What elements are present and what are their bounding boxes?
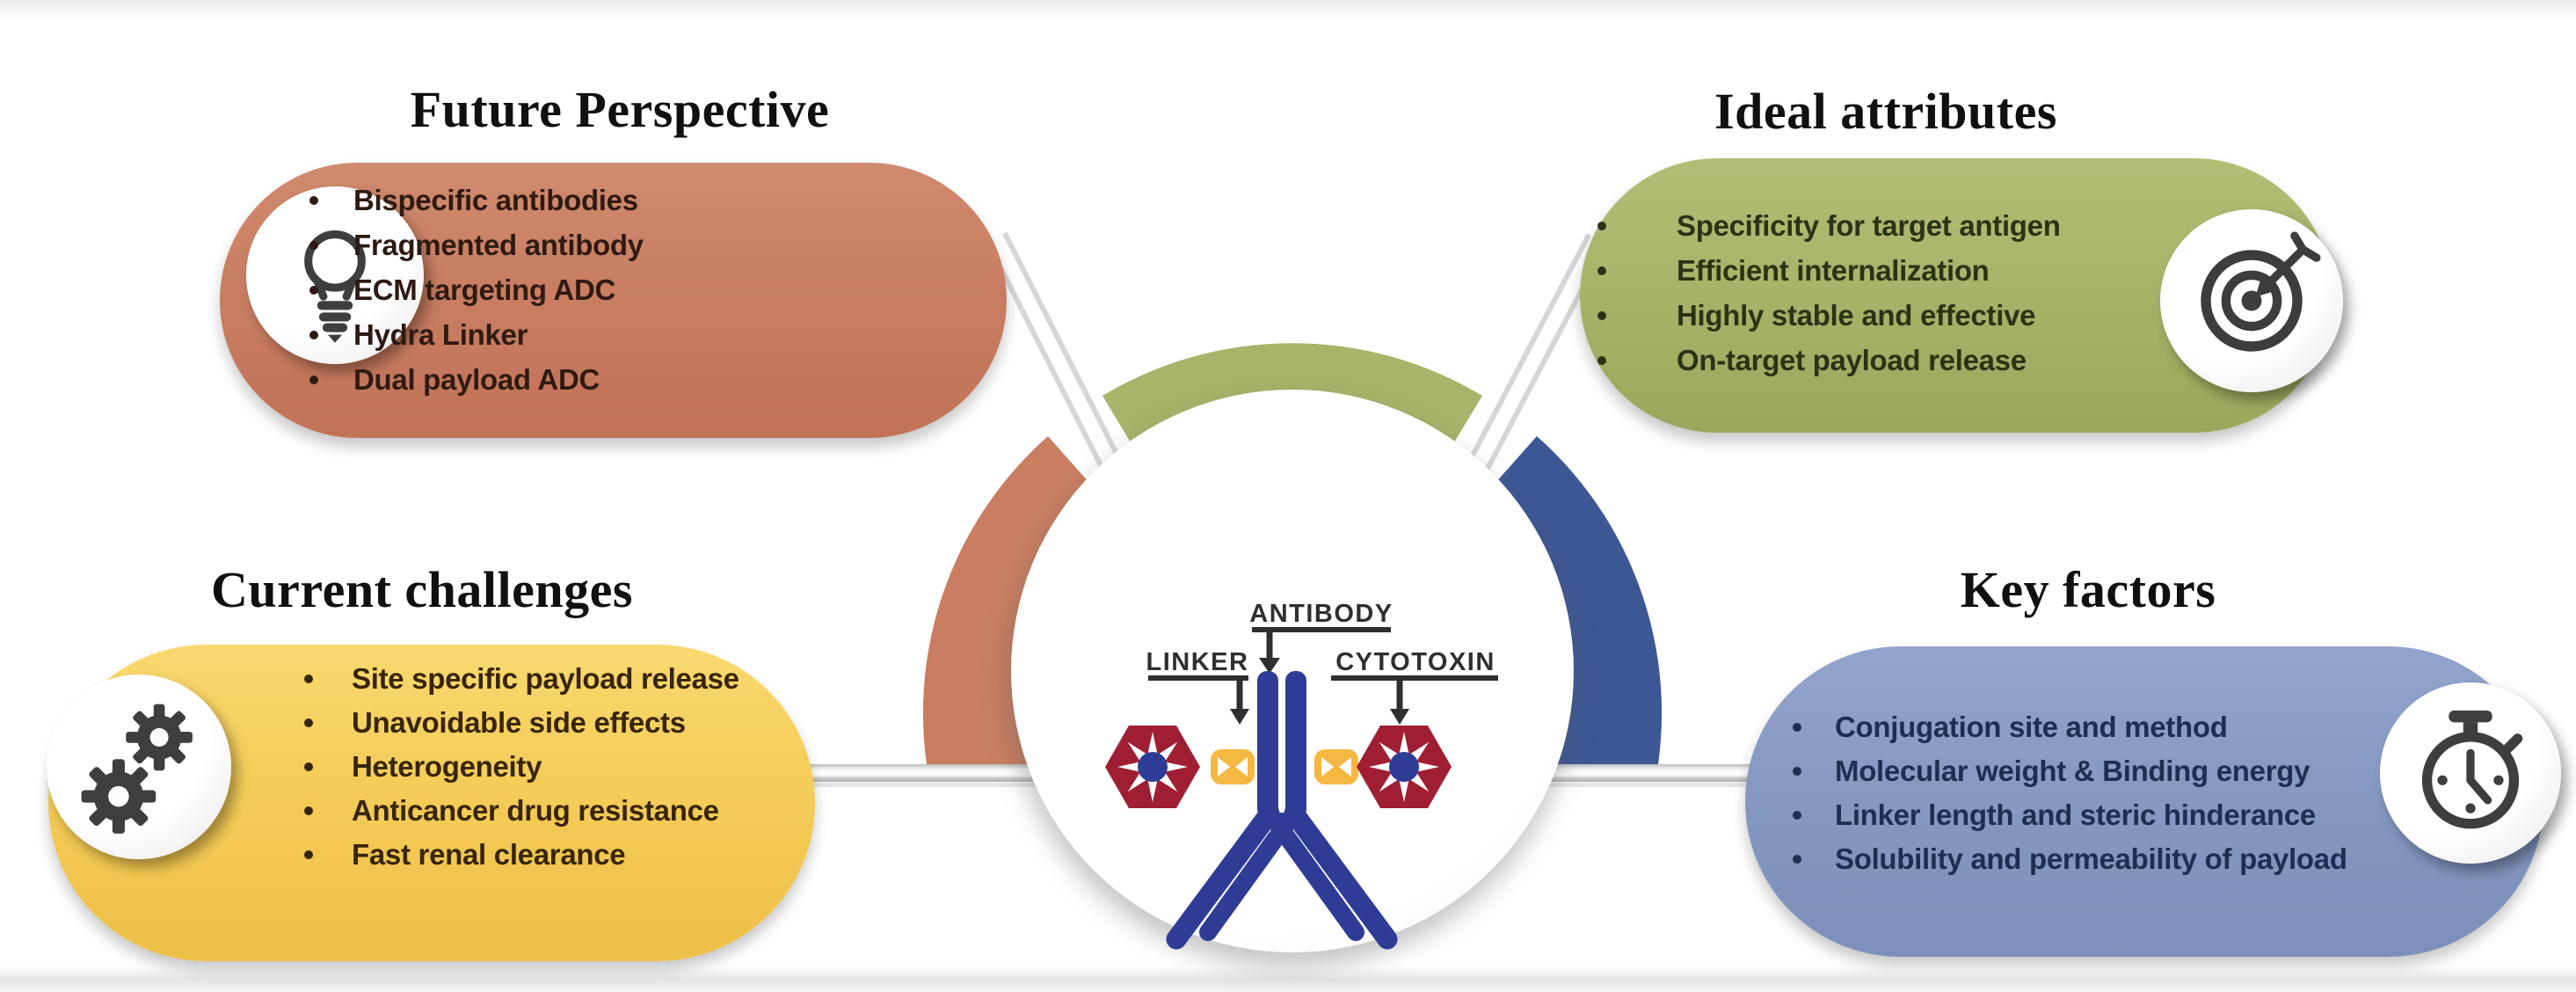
cytotoxin-hexagon-left	[1105, 726, 1200, 808]
cytotoxin-hexagon-right	[1357, 726, 1452, 808]
rail-right-shadow	[1530, 783, 1767, 787]
rail-left	[782, 764, 1055, 782]
section-title-key-factors: Key factors	[1960, 561, 2216, 618]
center-circle	[1011, 390, 1574, 952]
list-item: On-target payload release	[1597, 338, 2061, 383]
cytotoxin-underline	[1331, 675, 1498, 681]
list-item: Fast renal clearance	[304, 833, 739, 877]
linker-chain-left	[1211, 749, 1255, 784]
list-item: Unavoidable side effects	[304, 701, 739, 745]
gears-icon	[81, 704, 193, 834]
stopwatch-icon	[2421, 710, 2523, 829]
list-item: Heterogeneity	[304, 745, 739, 789]
linker-label: LINKER	[1146, 648, 1249, 676]
linker-underline	[1148, 675, 1248, 681]
target-icon-circle	[2160, 209, 2343, 392]
list-item: Dual payload ADC	[309, 357, 644, 402]
section-title-ideal-attributes: Ideal attributes	[1714, 83, 2057, 140]
antibody-underline	[1252, 627, 1391, 632]
list-item: Specificity for target antigen	[1597, 203, 2061, 248]
list-item: Bispecific antibodies	[309, 178, 644, 222]
list-item: Fragmented antibody	[309, 222, 644, 267]
list-item: Linker length and steric hinderance	[1793, 793, 2347, 837]
target-icon	[2201, 231, 2321, 352]
list-item: Anticancer drug resistance	[304, 789, 739, 833]
section-title-current-challenges: Current challenges	[211, 561, 633, 618]
linker-arrowhead	[1230, 709, 1249, 725]
list-item: Efficient internalization	[1597, 248, 2061, 293]
bottom-edge-band	[0, 966, 2576, 992]
section-title-future-perspective: Future Perspective	[410, 81, 830, 138]
gears-icon-circle	[47, 675, 231, 859]
antibody-label: ANTIBODY	[1249, 600, 1393, 628]
cytotoxin-arrowhead	[1390, 709, 1409, 725]
antibody-shape	[1166, 671, 1398, 950]
list-item: Hydra Linker	[309, 312, 644, 357]
list-item: Highly stable and effective	[1597, 293, 2061, 338]
linker-chain-right	[1314, 749, 1358, 784]
cytotoxin-label: CYTOTOXIN	[1335, 648, 1495, 676]
rail-left-shadow	[782, 783, 1055, 787]
connector-rails	[782, 764, 1767, 787]
adc-illustration: ANTIBODY LINKER CYTOTOXIN	[1105, 600, 1498, 950]
lightbulb-icon-circle	[246, 186, 424, 364]
list-item: Solubility and permeability of payload	[1793, 837, 2347, 881]
rail-right	[1530, 764, 1767, 782]
top-edge-band	[0, 0, 2576, 21]
stopwatch-icon-circle	[2380, 682, 2561, 864]
list-item: Site specific payload release	[304, 657, 739, 701]
list-item: Conjugation site and method	[1793, 705, 2347, 749]
list-item: Molecular weight & Binding energy	[1793, 749, 2347, 793]
list-item: ECM targeting ADC	[309, 267, 644, 312]
lightbulb-icon	[304, 230, 366, 343]
antibody-arrowhead	[1259, 658, 1280, 674]
